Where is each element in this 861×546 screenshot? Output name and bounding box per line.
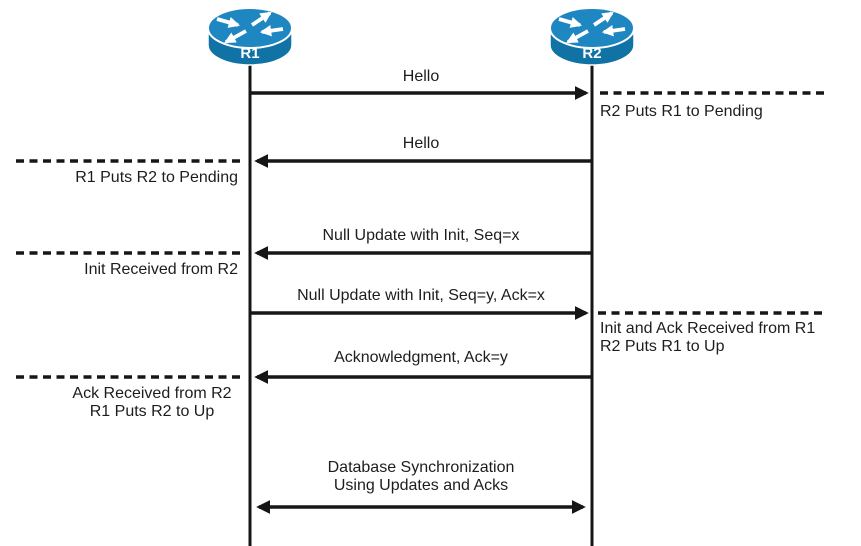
message-label-database-sync: Database Synchronization Using Updates a… (250, 459, 592, 495)
annotation-ack-received-line1: Ack Received from R2 (72, 385, 232, 402)
router-label-r2: R2 (582, 45, 601, 62)
annotation-init-received-from-r2: Init Received from R2 (84, 261, 238, 278)
annotation-ack-received-from-r2: Ack Received from R2 R1 Puts R2 to Up (34, 385, 270, 421)
message-label-database-sync-line2: Using Updates and Acks (333, 477, 509, 494)
message-label-hello-2: Hello (402, 135, 440, 152)
router-label-r1: R1 (240, 45, 259, 62)
router-icon-r1: R1 (207, 7, 293, 66)
message-label-null-update-seqy-ackx: Null Update with Init, Seq=y, Ack=x (297, 287, 545, 304)
message-label-database-sync-line1: Database Synchronization (327, 459, 515, 476)
annotation-r1-puts-r2-pending: R1 Puts R2 to Pending (75, 169, 238, 186)
annotation-ack-received-line2: R1 Puts R2 to Up (89, 403, 215, 420)
annotation-init-ack-received: Init and Ack Received from R1 R2 Puts R1… (600, 320, 815, 356)
router-arrows (216, 11, 284, 44)
message-label-hello-1: Hello (402, 68, 440, 85)
router-arrows (558, 11, 626, 44)
annotation-r2-puts-r1-pending: R2 Puts R1 to Pending (600, 103, 763, 120)
message-label-acknowledgment: Acknowledgment, Ack=y (334, 349, 508, 366)
annotation-init-ack-received-line2: R2 Puts R1 to Up (600, 338, 725, 355)
router-icon-r2: R2 (549, 7, 635, 66)
message-label-null-update-seqx: Null Update with Init, Seq=x (322, 227, 520, 244)
annotation-init-ack-received-line1: Init and Ack Received from R1 (600, 320, 816, 337)
